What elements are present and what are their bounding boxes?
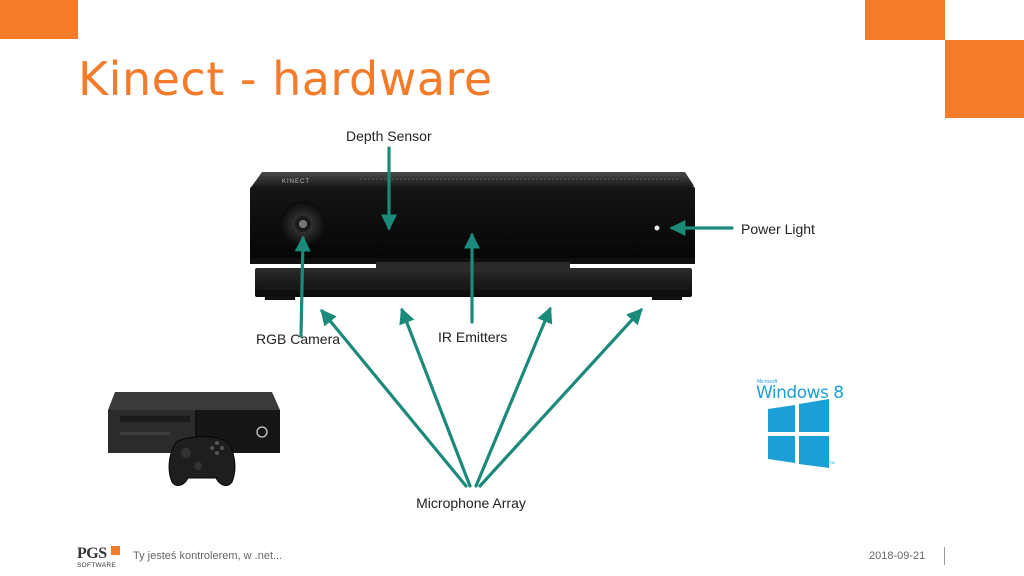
arrow-mic-4	[478, 308, 643, 488]
kinect-brand-label: KINECT	[282, 179, 310, 185]
pgs-logo-square-icon	[111, 546, 120, 555]
xbox-logo-icon	[256, 426, 268, 438]
pgs-logo-subtext: SOFTWARE	[77, 562, 116, 569]
footer-caption: Ty jesteś kontrolerem, w .net...	[133, 550, 283, 562]
arrow-rgb-camera	[294, 235, 311, 338]
windows-8-logo-icon: TM	[768, 399, 835, 468]
windows-tm-mark: TM	[829, 460, 835, 465]
arrow-mic-1	[320, 309, 468, 488]
label-microphone-array: Microphone Array	[416, 495, 526, 511]
power-light-led	[654, 225, 660, 231]
footer-divider	[944, 547, 945, 565]
corner-decoration-top-right-lower	[945, 40, 1024, 118]
label-ir-emitters: IR Emitters	[438, 329, 508, 345]
xbox-controller-icon	[168, 436, 236, 486]
corner-decoration-top-left	[0, 0, 78, 39]
label-rgb-camera: RGB Camera	[256, 331, 341, 347]
arrow-mic-2	[399, 307, 472, 488]
slide-title: Kinect - hardware	[78, 52, 493, 106]
label-depth-sensor: Depth Sensor	[346, 128, 432, 144]
footer-date: 2018-09-21	[869, 550, 926, 562]
windows-microsoft-label: Microsoft	[757, 379, 778, 385]
label-power-light: Power Light	[741, 221, 815, 237]
windows-8-label: Windows 8	[756, 383, 844, 403]
corner-decoration-top-right	[865, 0, 945, 40]
callout-arrows	[294, 146, 734, 488]
arrow-mic-3	[474, 306, 553, 488]
pgs-logo-text: PGS	[77, 545, 107, 562]
